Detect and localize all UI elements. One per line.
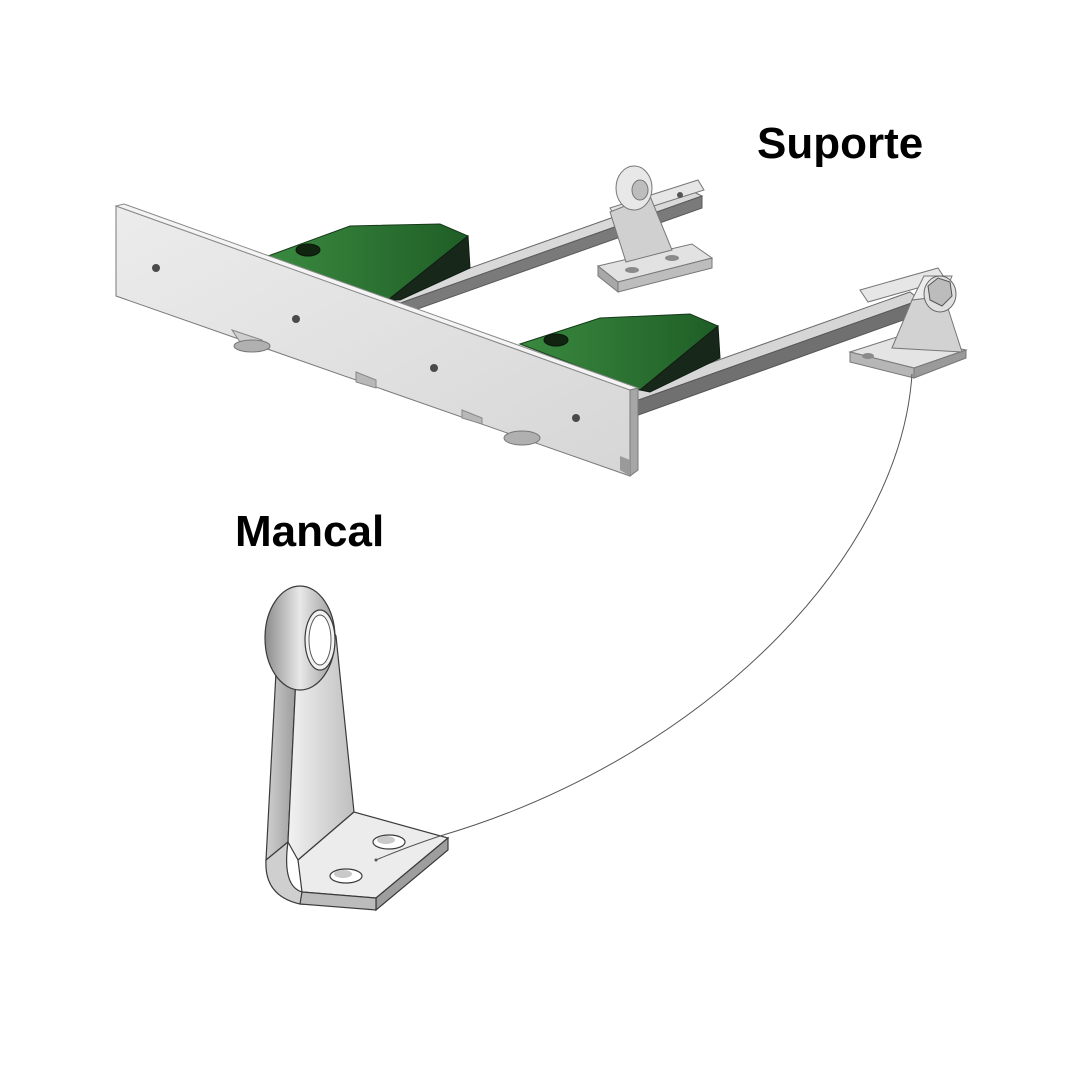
mancal-part — [264, 585, 450, 912]
label-mancal: Mancal — [235, 507, 385, 556]
rear-green-wedge — [266, 223, 471, 301]
front-bearing-block — [848, 275, 968, 379]
leader-line-end — [374, 858, 378, 862]
label-suporte: Suporte — [757, 119, 924, 168]
main-plate — [114, 203, 640, 477]
leader-line — [375, 373, 913, 861]
rear-bearing-block — [596, 165, 714, 294]
suporte-assembly — [114, 165, 968, 477]
